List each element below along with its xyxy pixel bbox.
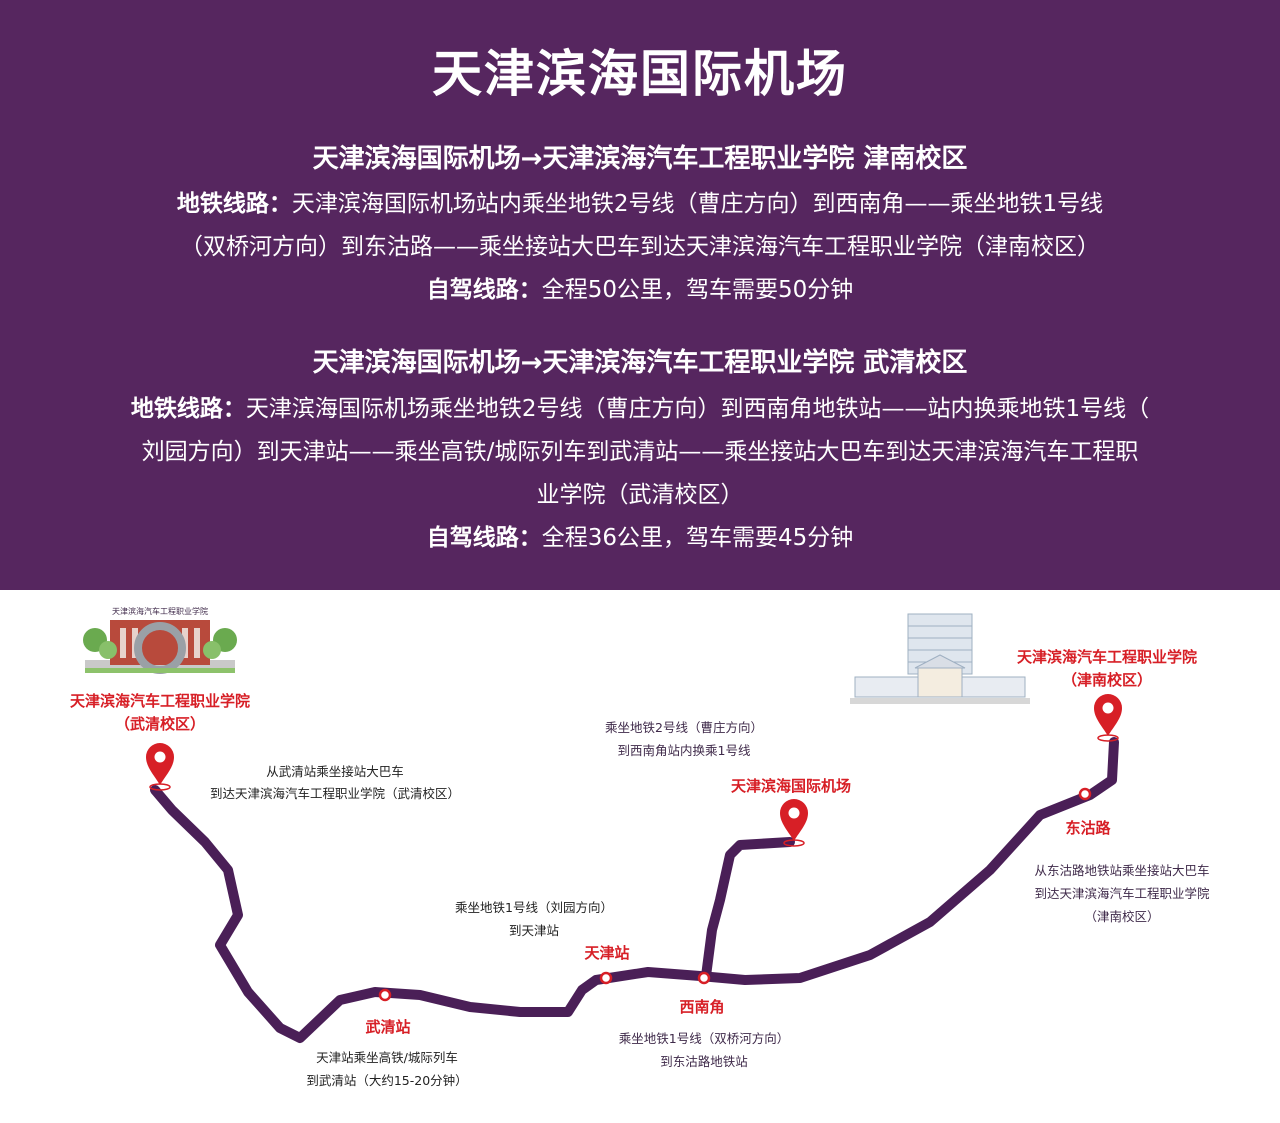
route1-drive-text: 全程50公里，驾车需要50分钟 (541, 277, 854, 303)
note-line1-liuyuan-1: 乘坐地铁1号线（刘园方向） (455, 900, 613, 915)
station-label-donggulu: 东沽路 (1065, 819, 1111, 837)
station-label-wuqing: 武清站 (365, 1018, 410, 1036)
note-train-2: 到武清站（大约15-20分钟） (306, 1073, 467, 1088)
pin-jinnan-campus-icon (1094, 694, 1122, 742)
jinnan-campus-name: 天津滨海汽车工程职业学院 (1017, 648, 1197, 666)
station-label-tianjin: 天津站 (584, 944, 629, 962)
route1-metro-line1: 天津滨海国际机场站内乘坐地铁2号线（曹庄方向）到西南角——乘坐地铁1号线 (291, 191, 1104, 217)
route-map: 天津滨海汽车工程职业学院 天津滨海汽车工程职业学院 （武清校区） 天津滨海汽车工… (70, 606, 1210, 1088)
route1-heading: 天津滨海国际机场→天津滨海汽车工程职业学院 津南校区 (312, 144, 968, 174)
note-line2-1: 乘坐地铁2号线（曹庄方向） (605, 720, 763, 735)
route2-metro-label: 地铁线路： (130, 396, 246, 422)
route1-metro: 地铁线路：天津滨海国际机场站内乘坐地铁2号线（曹庄方向）到西南角——乘坐地铁1号… (60, 183, 1220, 312)
route2-metro-line2: 刘园方向）到天津站——乘坐高铁/城际列车到武清站——乘坐接站大巴车到达天津滨海汽… (141, 439, 1139, 465)
note-line1-sqh-1: 乘坐地铁1号线（双桥河方向） (619, 1031, 789, 1046)
note-line2-2: 到西南角站内换乘1号线 (618, 743, 751, 758)
page-title: 天津滨海国际机场 (432, 45, 848, 103)
station-dot-donggulu (1078, 787, 1092, 801)
route-line (150, 737, 1119, 1043)
wuqing-campus-sub: （武清校区） (115, 715, 205, 733)
wuqing-campus-name: 天津滨海汽车工程职业学院 (70, 692, 250, 710)
pin-airport-icon (780, 799, 808, 847)
note-bus-donggu-3: （津南校区） (1084, 909, 1159, 924)
note-bus-wuqing-2: 到达天津滨海汽车工程职业学院（武清校区） (210, 786, 460, 801)
wuqing-campus-illustration: 天津滨海汽车工程职业学院 (83, 606, 237, 674)
header-panel: 天津滨海国际机场 天津滨海国际机场→天津滨海汽车工程职业学院 津南校区 地铁线路… (0, 0, 1280, 590)
station-dot-tianjin (599, 971, 613, 985)
note-line1-sqh-2: 到东沽路地铁站 (660, 1054, 748, 1069)
route2-drive-label: 自驾线路： (426, 525, 542, 551)
route1-metro-label: 地铁线路： (176, 191, 292, 217)
route2-metro-line1: 天津滨海国际机场乘坐地铁2号线（曹庄方向）到西南角地铁站——站内换乘地铁1号线（ (245, 396, 1150, 422)
route2-drive-text: 全程36公里，驾车需要45分钟 (541, 525, 854, 551)
station-dot-wuqing (378, 988, 392, 1002)
note-line1-liuyuan-2: 到天津站 (509, 923, 559, 938)
route1-drive-label: 自驾线路： (426, 277, 542, 303)
note-bus-wuqing-1: 从武清站乘坐接站大巴车 (266, 764, 404, 779)
route2-metro-line3: 业学院（武清校区） (536, 482, 744, 508)
note-bus-donggu-1: 从东沽路地铁站乘坐接站大巴车 (1034, 863, 1209, 878)
station-label-xinanjiao: 西南角 (679, 998, 724, 1016)
route2-heading: 天津滨海国际机场→天津滨海汽车工程职业学院 武清校区 (312, 348, 968, 378)
jinnan-campus-illustration (850, 613, 1030, 704)
wuqing-campus-sign: 天津滨海汽车工程职业学院 (112, 606, 208, 616)
route1-metro-line2: （双桥河方向）到东沽路——乘坐接站大巴车到达天津滨海汽车工程职业学院（津南校区） (180, 234, 1100, 260)
pin-wuqing-campus-icon (146, 743, 174, 791)
station-dot-xinanjiao (697, 971, 711, 985)
note-bus-donggu-2: 到达天津滨海汽车工程职业学院 (1034, 886, 1210, 901)
route2-metro: 地铁线路：天津滨海国际机场乘坐地铁2号线（曹庄方向）到西南角地铁站——站内换乘地… (60, 388, 1220, 560)
airport-name: 天津滨海国际机场 (731, 777, 851, 795)
jinnan-campus-sub: （津南校区） (1062, 671, 1152, 689)
note-train-1: 天津站乘坐高铁/城际列车 (316, 1050, 458, 1065)
